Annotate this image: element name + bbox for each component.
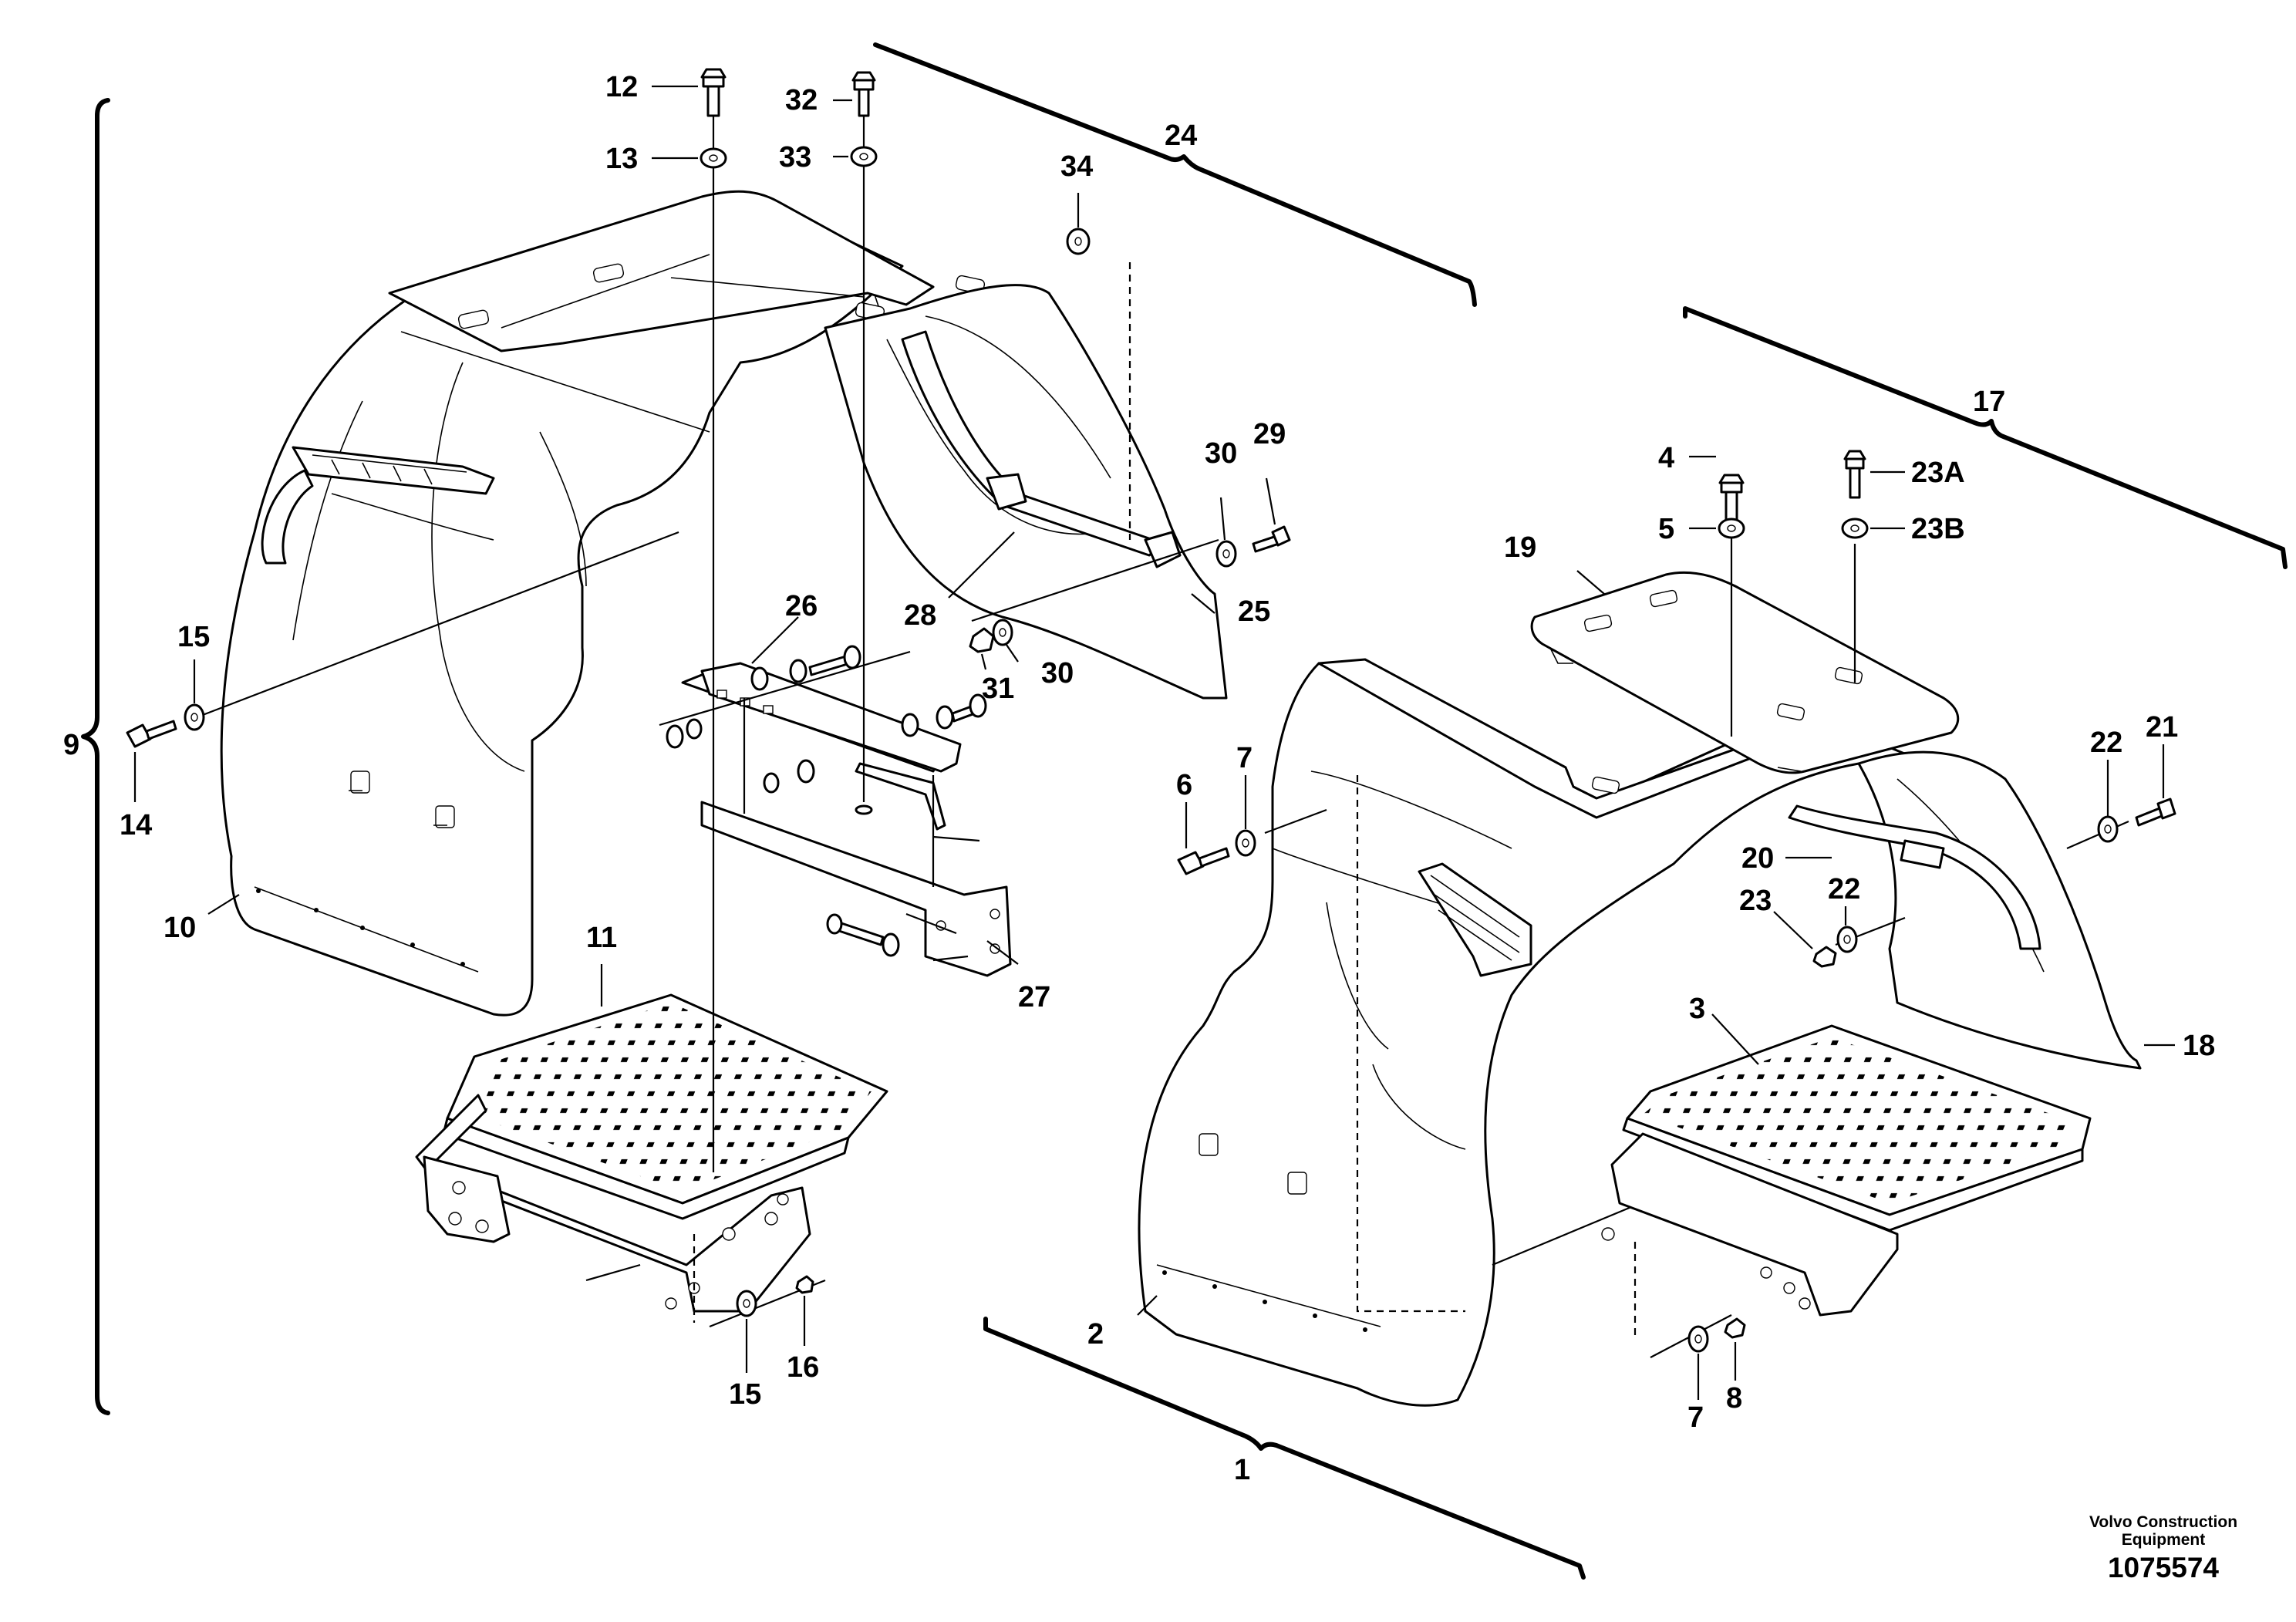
label-25: 25 — [1238, 595, 1270, 628]
support-rod-20 — [1788, 804, 2041, 950]
label-20: 20 — [1741, 842, 1774, 875]
label-23B: 23B — [1911, 513, 1965, 545]
label-30a: 30 — [1205, 437, 1237, 470]
label-29: 29 — [1253, 418, 1286, 450]
brace-9 — [81, 98, 110, 1415]
label-11: 11 — [586, 922, 617, 954]
label-23: 23 — [1739, 885, 1772, 917]
label-15a: 15 — [177, 621, 210, 653]
left-step-platform — [415, 993, 888, 1313]
label-12: 12 — [605, 71, 638, 103]
support-rod-28 — [901, 330, 1182, 568]
label-31: 31 — [982, 673, 1014, 705]
label-18: 18 — [2183, 1030, 2215, 1062]
label-24: 24 — [1165, 120, 1197, 152]
label-28: 28 — [904, 599, 936, 632]
label-7b: 7 — [1687, 1401, 1704, 1434]
drawing-number: 1075574 — [2108, 1552, 2219, 1583]
brand-line-1: Volvo Construction — [2089, 1513, 2237, 1531]
label-27: 27 — [1018, 981, 1050, 1013]
label-6: 6 — [1176, 769, 1192, 801]
brace-17 — [1683, 306, 2288, 569]
label-8: 8 — [1726, 1382, 1742, 1415]
assembly-lines — [196, 93, 2129, 1358]
label-21: 21 — [2146, 711, 2178, 744]
label-19: 19 — [1504, 531, 1536, 564]
label-13: 13 — [605, 143, 638, 175]
leader-lines — [133, 85, 2175, 1400]
label-5: 5 — [1658, 513, 1674, 545]
brace-24 — [873, 42, 1477, 307]
guide-right-fender — [1356, 775, 1465, 1313]
label-4: 4 — [1658, 442, 1674, 474]
mud-flap-25 — [824, 284, 1228, 700]
label-1: 1 — [1234, 1454, 1250, 1486]
right-fender — [1138, 571, 1968, 1407]
label-17: 17 — [1973, 386, 2005, 418]
label-30b: 30 — [1041, 657, 1074, 690]
callout-labels: 12 13 32 33 24 34 29 30 25 28 26 31 30 2… — [63, 71, 2215, 1486]
label-7a: 7 — [1236, 742, 1253, 774]
label-26: 26 — [785, 590, 818, 622]
label-22a: 22 — [2090, 727, 2122, 759]
mud-flap-18 — [1857, 750, 2142, 1070]
label-16: 16 — [787, 1351, 819, 1384]
label-23A: 23A — [1911, 457, 1965, 489]
right-step-platform — [1601, 1024, 2092, 1317]
label-15b: 15 — [729, 1378, 761, 1411]
label-9: 9 — [63, 729, 79, 761]
label-34: 34 — [1060, 150, 1093, 183]
fasteners — [126, 68, 2176, 1353]
label-33: 33 — [779, 141, 811, 174]
brand-line-2: Equipment — [2122, 1531, 2206, 1549]
brace-1 — [983, 1317, 1586, 1580]
label-2: 2 — [1087, 1318, 1104, 1351]
bracket-assembly-26-27 — [681, 662, 1012, 977]
drawing-footer: Volvo Construction Equipment 1075574 — [2089, 1513, 2237, 1583]
label-22b: 22 — [1828, 873, 1860, 905]
label-14: 14 — [120, 809, 152, 841]
left-fender — [220, 190, 986, 1017]
label-3: 3 — [1689, 993, 1705, 1025]
label-32: 32 — [785, 84, 818, 116]
label-10: 10 — [164, 912, 196, 944]
